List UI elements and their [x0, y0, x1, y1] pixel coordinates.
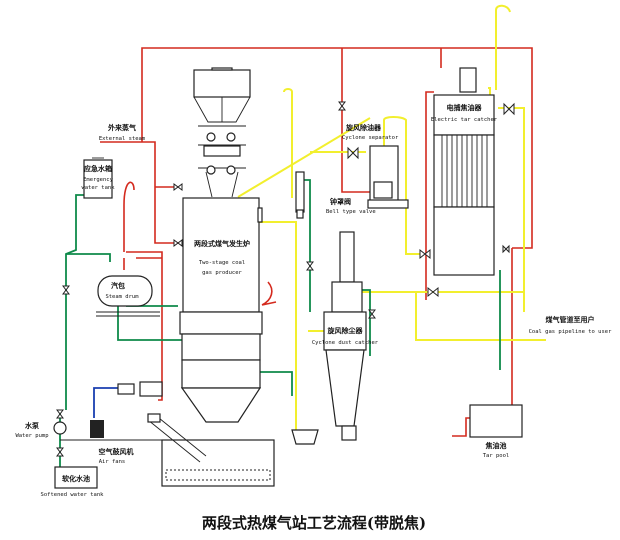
dust-catcher-label-en: Cyclone dust catcher — [312, 340, 379, 346]
valve-icon — [427, 286, 439, 298]
tar-catcher-label-en: Electric tar catcher — [431, 117, 498, 123]
external-steam-label-en: External steam — [99, 136, 146, 142]
diagram-title: 两段式热煤气站工艺流程(带脱焦) — [202, 514, 426, 532]
tar-pool: 焦油池 Tar pool — [469, 404, 523, 459]
air-line — [93, 387, 118, 418]
water-seal-bucket — [291, 429, 319, 445]
electric-tar-catcher: 电捕焦油器 Electric tar catcher — [431, 67, 498, 276]
gas-producer: 两段式煤气发生炉 Two-stage coal gas producer — [179, 197, 263, 423]
water-pump-label-en: Water pump — [15, 433, 48, 439]
valve-icon — [347, 146, 359, 160]
coal-hopper — [193, 67, 251, 198]
emergency-tank-label-en1: Emergency — [83, 177, 113, 183]
gas-tar-outlet — [498, 107, 525, 312]
dust-catcher-label-cn: 旋风除尘器 — [327, 326, 364, 335]
gas-top-outlet — [237, 117, 371, 198]
gas-producer-label-en2: gas producer — [202, 270, 242, 276]
emergency-tank-label-en2: water tank — [81, 185, 115, 191]
tar-catcher-label-cn: 电捕焦油器 — [447, 103, 483, 112]
valve-icon — [62, 285, 70, 295]
pipeline-to-user-label-cn: 煤气管道至用户 — [546, 315, 595, 324]
steam-drum-to-air-line — [126, 251, 163, 401]
valve-icon — [368, 309, 376, 319]
cyclone-separator-label-en: Cyclone separator — [342, 135, 399, 141]
gas-to-user-line — [360, 291, 546, 341]
ash-pit — [60, 413, 275, 487]
valve-icon — [502, 244, 510, 254]
valves — [56, 101, 515, 457]
cyclone-separator — [367, 145, 409, 209]
gas-separator-to-tar — [383, 116, 424, 255]
cyclone-separator-label-cn: 旋风除油器 — [345, 123, 382, 132]
red-tar-catcher-left — [425, 91, 434, 300]
air-fan: 空气鼓风机 Air fans — [90, 381, 163, 465]
gas-top-vent — [495, 4, 511, 90]
bell-type-valve — [295, 171, 305, 219]
cyclone-dust-catcher: 旋风除尘器 Cyclone dust catcher — [312, 231, 379, 441]
steam-drum-label-cn: 汽包 — [111, 281, 125, 290]
softened-water-tank: 软化水池 Softened water tank — [41, 466, 105, 498]
tar-pool-label-cn: 焦油池 — [485, 441, 507, 450]
gas-producer-label-en1: Two-stage coal — [199, 260, 245, 266]
water-emergency-down — [65, 194, 84, 410]
valve-icon — [56, 409, 64, 419]
steam-drum-label-en: Steam drum — [105, 294, 139, 300]
steam-drum-vent — [123, 181, 135, 270]
steam-drum: 汽包 Steam drum — [96, 275, 160, 317]
valve-icon — [173, 239, 183, 247]
water-bottom-right — [258, 371, 293, 396]
bell-valve-label-en: Bell type valve — [326, 209, 376, 215]
gas-producer-side-outlet — [258, 221, 297, 430]
gas-vent-stack — [283, 88, 293, 198]
emergency-water-tank: 应急水箱 Emergency water tank — [81, 157, 115, 199]
water-to-drum — [66, 253, 111, 262]
softened-tank-label-en: Softened water tank — [41, 492, 105, 498]
top-steam-header — [141, 47, 533, 249]
red-vent-right — [261, 281, 277, 306]
external-steam-label-cn: 外来蒸气 — [108, 123, 136, 132]
valve-icon — [306, 261, 314, 271]
pipeline-to-user-label-en: Coal gas pipeline to user — [529, 329, 612, 335]
air-fans-label-cn: 空气鼓风机 — [99, 447, 134, 456]
steam-to-cyclone-separator — [341, 48, 370, 193]
tar-pool-label-en: Tar pool — [483, 453, 510, 459]
emergency-tank-label-cn: 应急水箱 — [84, 164, 112, 173]
water-pump: 水泵 Water pump — [15, 421, 67, 439]
softened-tank-label-cn: 软化水池 — [62, 474, 90, 483]
valve-icon — [503, 102, 515, 116]
air-fans-label-en: Air fans — [99, 459, 126, 465]
bell-valve-label-cn: 钟罩阀 — [330, 197, 351, 206]
valve-icon — [56, 447, 64, 457]
external-steam-line — [100, 141, 180, 244]
gas-producer-label-cn: 两段式煤气发生炉 — [194, 239, 250, 248]
valve-icon — [419, 248, 431, 260]
valve-icon — [173, 183, 183, 191]
valve-icon — [338, 101, 346, 111]
water-pump-label-cn: 水泵 — [25, 421, 39, 430]
